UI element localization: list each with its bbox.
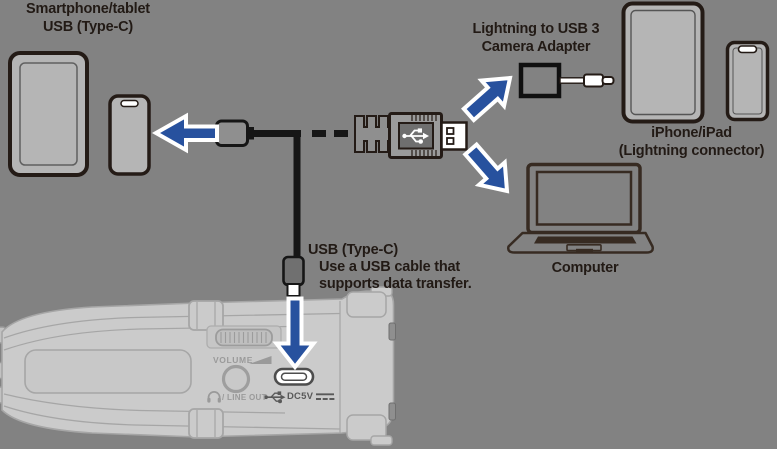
laptop-notch [576,248,593,253]
recorder-cap [370,435,393,446]
laptop [507,162,654,254]
smartphone-tablet-label: Smartphone/tablet USB (Type-C) [26,1,150,35]
usb-note-body: Use a USB cable that supports data trans… [319,259,472,292]
tablet [8,51,89,177]
volume-label: VOLUME [213,355,253,365]
recorder-seam-line [3,393,286,414]
recorder-device [0,286,396,446]
dc5v-label: DC5V [287,391,314,402]
arrow-up-right-icon [461,75,513,123]
usb-c-connector-bottom [282,255,305,297]
recorder-cap [346,291,387,318]
arrow-down-icon [272,296,318,371]
usb-a-ridges [411,115,437,156]
volume-thumbwheel [206,325,282,349]
lightning-connector [583,73,604,88]
headphone-icon [207,391,221,403]
usb-a-connector [354,112,468,159]
recorder-seam-line [3,405,341,430]
recorder-side-clip [388,322,396,341]
iphone-ipad-label: iPhone/iPad (Lightning connector) [618,125,765,159]
recorder-top-clip [188,300,224,331]
usb-a-strain-relief [354,115,391,153]
arrow-left-icon [151,112,219,154]
usb-c-port [273,367,315,386]
line-out-label: / LINE OUT [222,393,267,402]
usb-cable [253,130,352,259]
recorder-battery-panel [24,349,192,394]
phone-notch [120,99,139,108]
ipad [621,1,705,124]
smartphone [108,94,151,176]
recorder-bottom-clip [188,408,224,439]
phone-notch [737,45,758,54]
arrow-down-right-icon [462,141,510,194]
volume-triangle-icon [249,356,272,364]
computer-label: Computer [551,260,619,276]
recorder-seam-line [3,325,289,351]
dc-symbol-icon [316,393,335,400]
headphone-jack [221,364,251,394]
recorder-side-clip [388,402,396,421]
laptop-keyboard [534,236,637,244]
usb-a-plug [440,121,468,151]
usb-trident-icon [402,128,429,144]
usb-trident-icon [264,391,286,404]
usb-note-title: USB (Type-C) [308,242,398,258]
iphone [725,40,770,122]
lightning-adapter [518,62,615,99]
adapter-wire [559,77,586,84]
lightning-connector-tip [601,76,615,85]
recorder-cap [346,414,387,441]
recorder-seam-line [3,312,341,339]
lightning-adapter-label: Lightning to USB 3 Camera Adapter [472,21,600,55]
